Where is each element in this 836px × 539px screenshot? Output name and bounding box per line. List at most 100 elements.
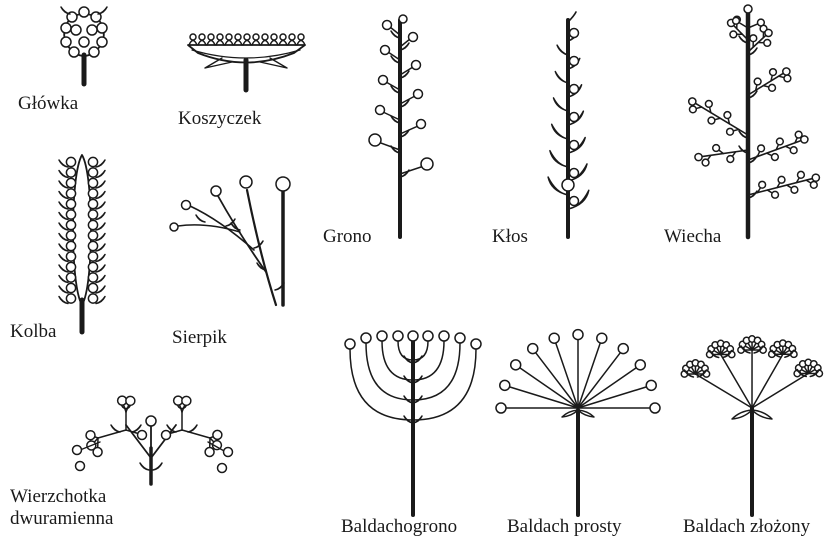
branch-line [578,343,600,408]
branch-line [721,354,752,408]
pedicel [413,349,476,420]
branch-line [695,374,752,408]
flower-bud [549,333,559,343]
flower-bud [88,294,97,303]
flower-bud [496,403,506,413]
branch-line [182,430,210,438]
flower-bud [253,34,259,40]
flower-bud [88,252,97,261]
flower-bud [689,98,696,105]
branch-line [536,353,578,408]
label-koszyczek: Koszyczek [178,108,261,130]
flower-bud [772,191,779,198]
label-sierpik: Sierpik [172,327,227,349]
flower-bud [618,344,628,354]
glowka-drawing [61,7,107,84]
label-baldachogrono: Baldachogrono [341,516,457,538]
branch-line [752,354,783,408]
flower-bud [784,75,791,82]
flower-bud [379,76,388,85]
flower-bud [66,241,75,250]
flower-bud [240,176,252,188]
label-glowka: Główka [18,93,78,115]
flower-bud [73,446,82,455]
flower-bud [88,157,97,166]
label-kolba: Kolba [10,321,56,343]
pedicel [350,349,413,420]
pedicel [413,343,460,400]
flower-bud [61,23,71,33]
flower-bud [812,174,819,181]
wiecha-drawing [689,5,820,237]
flower-bud [88,189,97,198]
flower-bud [635,360,645,370]
baldach-zlozony-drawing [681,336,822,515]
sympodium [218,196,266,272]
flower-bud [66,210,75,219]
flower-bud [224,448,233,457]
flower-bud [573,330,583,340]
flower-bud [289,34,295,40]
flower-bud [713,145,720,152]
label-wierzchotka-line2: dwuramienna [10,508,113,530]
flower-bud [217,34,223,40]
flower-bud [393,331,403,341]
flower-bud [79,37,89,47]
flower-bud [750,35,757,42]
label-wiecha: Wiecha [664,226,721,248]
flower-bud [570,29,579,38]
flower-bud [66,231,75,240]
flower-bud [205,447,214,456]
flower-bud [377,331,387,341]
label-wierzchotka-line1: Wierzchotka [10,486,106,508]
flower-bud [650,403,660,413]
flower-bud [66,273,75,282]
flower-bud [244,34,250,40]
flower-bud [511,360,521,370]
flower-bud [66,189,75,198]
klos-drawing [548,12,589,237]
flower-bud [208,34,214,40]
flower-bud [759,181,766,188]
bract [140,463,149,470]
flower-bud [211,186,221,196]
bract [260,58,287,68]
flower-bud [790,147,797,154]
flower-bud [421,158,433,170]
flower-bud [66,283,75,292]
flower-bud [414,90,423,99]
flower-bud [597,333,607,343]
label-klos: Kłos [492,226,528,248]
bract [578,410,594,417]
flower-bud [727,156,734,163]
branch-line [378,142,400,150]
bract [111,425,120,432]
flower-bud [383,21,392,30]
flower-bud [276,177,290,191]
branch-line [126,425,151,458]
flower-bud [708,117,715,124]
flower-bud [702,159,709,166]
bract [552,124,568,139]
flower-bud [271,34,277,40]
flower-bud [89,47,99,57]
flower-bud [76,462,85,471]
flower-bud [646,380,656,390]
flower-bud [88,199,97,208]
flower-bud [190,34,196,40]
branch-line [752,374,808,408]
flower-bud [778,176,785,183]
flower-bud [783,68,790,75]
flower-bud [409,33,418,42]
flower-bud [146,416,156,426]
flower-bud [88,231,97,240]
branch-line [556,343,578,408]
spadix [73,155,91,305]
flower-bud [298,34,304,40]
bract [752,410,772,419]
flower-bud [61,37,71,47]
baldach-prosty-drawing [496,330,660,515]
flower-bud [88,283,97,292]
flower-bud [399,15,407,23]
branch-line [578,387,646,408]
